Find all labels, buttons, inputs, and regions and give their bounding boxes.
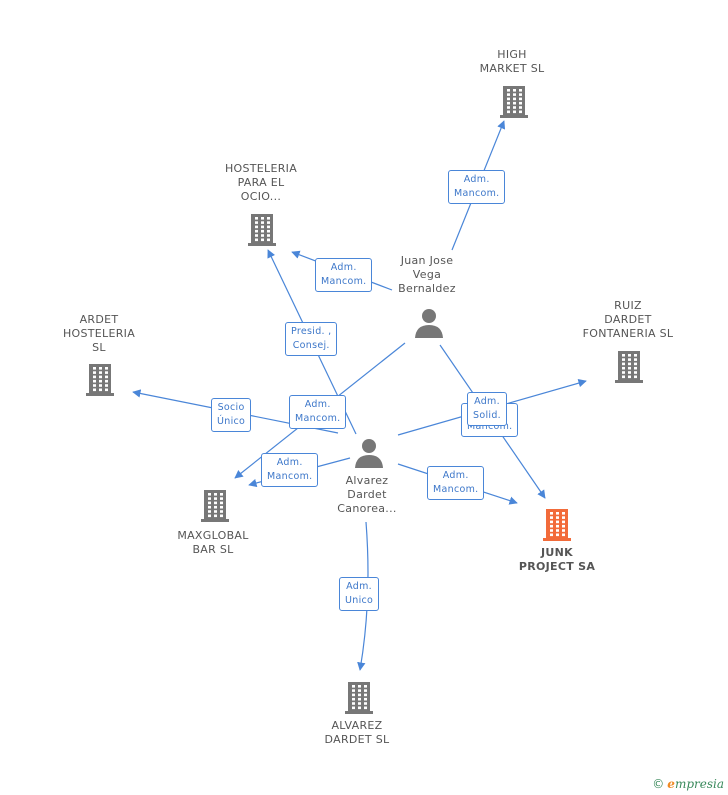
copyright-icon: © xyxy=(652,777,665,791)
edge-label-alvarez-alvarez-sl[interactable]: Adm.Unico xyxy=(339,577,380,611)
building-icon[interactable] xyxy=(614,349,644,387)
brand-initial: e xyxy=(667,777,675,791)
edge-label-juan-maxglobal[interactable]: Adm.Mancom. xyxy=(289,395,347,429)
brand-name: mpresia xyxy=(674,777,724,791)
edge-label-juan-high-market[interactable]: Adm.Mancom. xyxy=(448,170,506,204)
building-icon[interactable] xyxy=(200,488,230,526)
edge-label-alvarez-maxglobal[interactable]: Adm.Mancom. xyxy=(261,453,319,487)
focus-building-icon[interactable] xyxy=(542,507,572,545)
person-icon[interactable] xyxy=(414,308,444,342)
building-icon[interactable] xyxy=(247,212,277,250)
building-icon[interactable] xyxy=(85,362,115,400)
person-icon[interactable] xyxy=(354,438,384,472)
building-icon[interactable] xyxy=(499,84,529,122)
edge-label-alvarez-junk[interactable]: Adm.Mancom. xyxy=(427,466,485,500)
edge-label-juan-hosteleria[interactable]: Adm.Mancom. xyxy=(315,258,373,292)
building-icon[interactable] xyxy=(344,680,374,718)
edge-label-alvarez-ruiz[interactable]: Adm.Solid. xyxy=(467,392,507,426)
brand-watermark[interactable]: ©empresia xyxy=(652,777,724,791)
edge-label-alvarez-hosteleria[interactable]: Presid. ,Consej. xyxy=(285,322,338,356)
